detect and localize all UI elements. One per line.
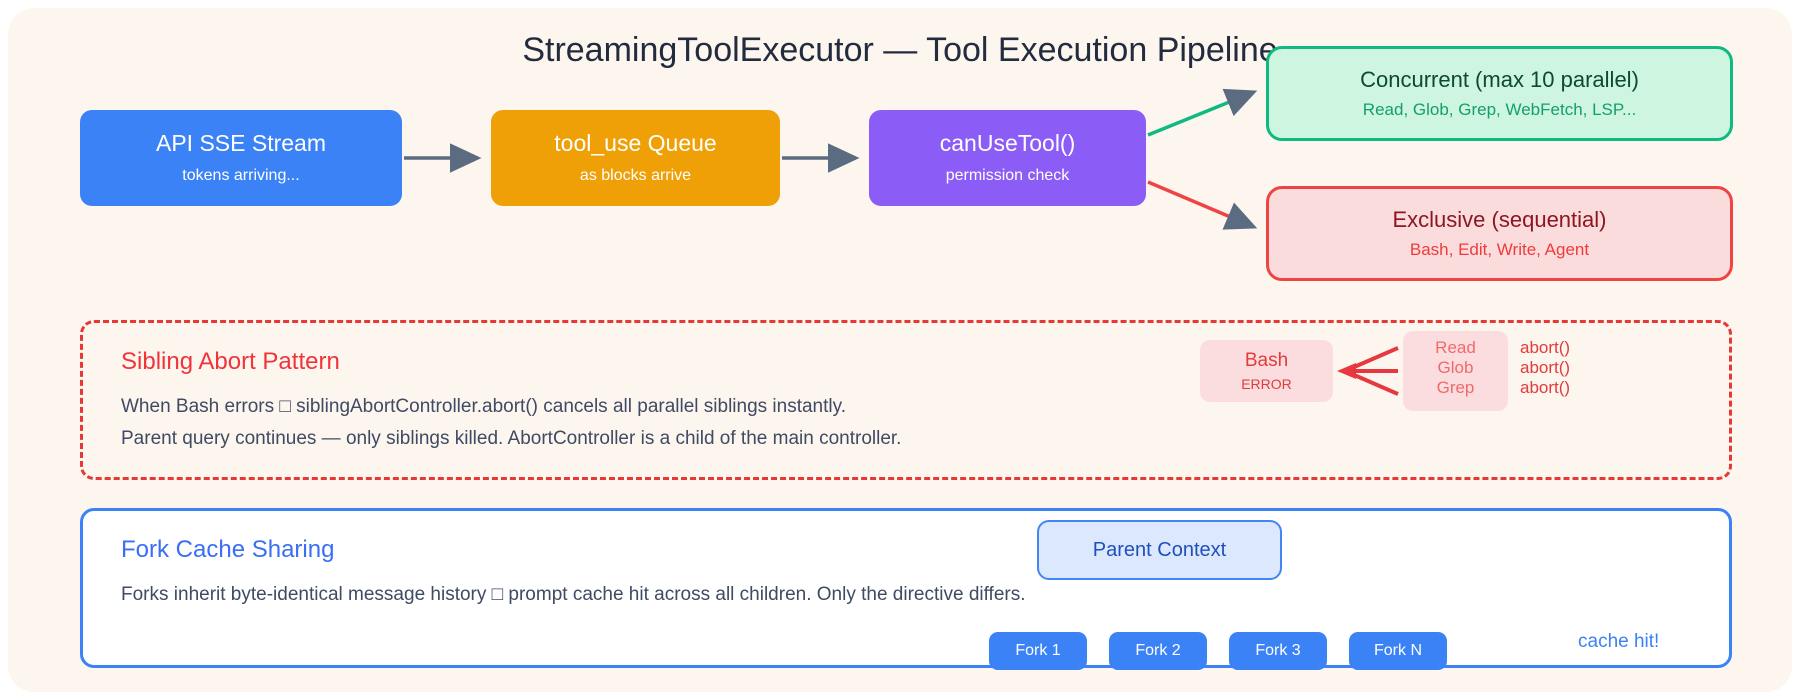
- node-parent-context[interactable]: Parent Context: [1037, 520, 1282, 580]
- sibling-group-background: [1403, 331, 1508, 411]
- node-title: canUseTool(): [939, 130, 1076, 157]
- node-subtitle: Read, Glob, Grep, WebFetch, LSP...: [1362, 99, 1637, 119]
- abort-action-glob: abort(): [1520, 358, 1571, 377]
- node-api-sse-stream[interactable]: API SSE Stream tokens arriving...: [80, 110, 402, 206]
- abort-action-grep: abort(): [1520, 378, 1571, 397]
- node-tool-use-queue[interactable]: tool_use Queue as blocks arrive: [491, 110, 780, 206]
- panel-fork-cache-sharing: Fork Cache Sharing Forks inherit byte-id…: [80, 508, 1732, 668]
- sibling-label-glob: Glob: [1437, 358, 1474, 377]
- node-subtitle: Bash, Edit, Write, Agent: [1409, 239, 1590, 259]
- node-title: Concurrent (max 10 parallel): [1360, 66, 1639, 92]
- node-subtitle: permission check: [945, 167, 1070, 185]
- status-badge: ERROR: [1241, 376, 1292, 392]
- node-title: Exclusive (sequential): [1392, 206, 1607, 232]
- node-fork-1[interactable]: Fork 1: [989, 632, 1087, 670]
- panel-body-line: Parent query continues — only siblings k…: [121, 428, 902, 449]
- node-fork-3[interactable]: Fork 3: [1229, 632, 1327, 670]
- node-subtitle: tokens arriving...: [182, 167, 300, 185]
- node-concurrent-tools[interactable]: Concurrent (max 10 parallel) Read, Glob,…: [1266, 46, 1733, 141]
- node-fork-n[interactable]: Fork N: [1349, 632, 1447, 670]
- panel-heading: Fork Cache Sharing: [121, 536, 335, 563]
- mini-node-bash[interactable]: Bash ERROR: [1200, 340, 1333, 402]
- mini-node-label: Bash: [1244, 350, 1289, 371]
- panel-body-line: Forks inherit byte-identical message his…: [121, 584, 1026, 605]
- abort-action-read: abort(): [1520, 338, 1571, 357]
- page-title: StreamingToolExecutor — Tool Execution P…: [522, 31, 1278, 69]
- cache-hit-note: cache hit!: [1578, 631, 1660, 652]
- node-title: API SSE Stream: [155, 130, 326, 157]
- panel-body-line: When Bash errors □ siblingAbortControlle…: [121, 396, 846, 417]
- node-fork-2[interactable]: Fork 2: [1109, 632, 1207, 670]
- sibling-label-grep: Grep: [1436, 378, 1475, 397]
- node-subtitle: as blocks arrive: [579, 167, 692, 185]
- node-can-use-tool[interactable]: canUseTool() permission check: [869, 110, 1146, 206]
- node-title: tool_use Queue: [554, 130, 717, 157]
- node-title: Parent Context: [1092, 539, 1227, 561]
- node-exclusive-tools[interactable]: Exclusive (sequential) Bash, Edit, Write…: [1266, 186, 1733, 281]
- sibling-label-read: Read: [1435, 338, 1476, 357]
- panel-heading: Sibling Abort Pattern: [121, 348, 340, 375]
- panel-sibling-abort: Sibling Abort Pattern When Bash errors □…: [80, 320, 1732, 480]
